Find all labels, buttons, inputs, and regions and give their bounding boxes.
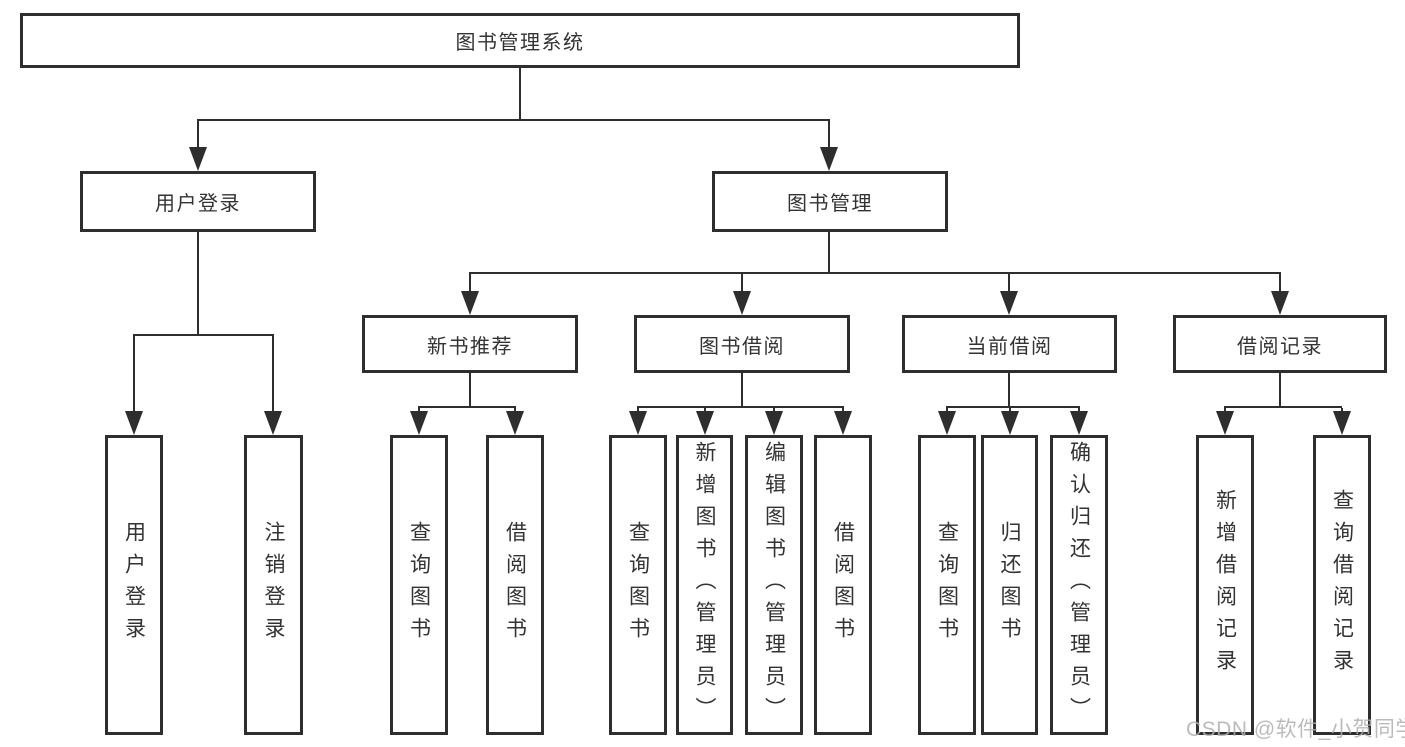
leaf-query-borrow-record: 查询借阅记录 <box>1313 435 1371 735</box>
arrowhead-down-icon <box>189 147 207 171</box>
arrowhead-down-icon <box>1271 291 1289 315</box>
connector-line <box>637 406 844 408</box>
node-user-login: 用户登录 <box>80 171 316 232</box>
leaf-return-books: 归还图书 <box>981 435 1038 735</box>
leaf-add-books-admin: 新增图书（管理员） <box>676 435 733 735</box>
leaf-borrowing-borrow-books: 借阅图书 <box>814 435 872 735</box>
connector-line <box>133 336 135 413</box>
arrowhead-down-icon <box>820 147 838 171</box>
arrowhead-down-icon <box>629 411 647 435</box>
connector-line <box>197 119 830 121</box>
arrowhead-down-icon <box>696 411 714 435</box>
connector-line <box>469 373 471 407</box>
arrowhead-down-icon <box>125 411 143 435</box>
arrowhead-down-icon <box>1333 411 1351 435</box>
arrowhead-down-icon <box>938 411 956 435</box>
node-current-borrowing: 当前借阅 <box>902 315 1117 373</box>
leaf-logout: 注销登录 <box>244 435 303 735</box>
connector-line <box>1279 274 1281 293</box>
connector-line <box>133 334 274 336</box>
connector-line <box>828 232 830 273</box>
arrowhead-down-icon <box>461 291 479 315</box>
arrowhead-down-icon <box>264 411 282 435</box>
connector-line <box>272 336 274 413</box>
arrowhead-down-icon <box>733 291 751 315</box>
node-book-management-system: 图书管理系统 <box>20 13 1020 68</box>
arrowhead-down-icon <box>1216 411 1234 435</box>
arrowhead-down-icon <box>1070 411 1088 435</box>
arrowhead-down-icon <box>834 411 852 435</box>
leaf-current-query-books: 查询图书 <box>918 435 976 735</box>
leaf-recommend-query-books: 查询图书 <box>390 435 448 735</box>
connector-line <box>1008 373 1010 407</box>
connector-line <box>519 68 521 120</box>
connector-line <box>197 120 199 150</box>
connector-line <box>1279 373 1281 407</box>
connector-line <box>741 274 743 293</box>
connector-line <box>828 120 830 150</box>
node-borrowing-records: 借阅记录 <box>1173 315 1387 373</box>
connector-line <box>469 274 471 293</box>
leaf-add-borrow-record: 新增借阅记录 <box>1196 435 1254 735</box>
connector-line <box>946 406 1080 408</box>
connector-line <box>197 232 199 335</box>
node-book-management: 图书管理 <box>712 171 948 232</box>
connector-line <box>418 406 516 408</box>
node-book-borrowing: 图书借阅 <box>634 315 850 373</box>
leaf-recommend-borrow-books: 借阅图书 <box>486 435 544 735</box>
arrowhead-down-icon <box>410 411 428 435</box>
node-new-book-recommendation: 新书推荐 <box>362 315 578 373</box>
leaf-confirm-return-admin: 确认归还（管理员） <box>1050 435 1108 735</box>
watermark: CSDN @软件_小贺同学 <box>1186 718 1405 741</box>
connector-line <box>1224 406 1342 408</box>
arrowhead-down-icon <box>765 411 783 435</box>
leaf-user-login: 用户登录 <box>105 435 163 735</box>
connector-line <box>741 373 743 407</box>
leaf-borrowing-query-books: 查询图书 <box>609 435 667 735</box>
connector-line <box>1008 274 1010 293</box>
arrowhead-down-icon <box>506 411 524 435</box>
arrowhead-down-icon <box>1000 291 1018 315</box>
leaf-edit-books-admin: 编辑图书（管理员） <box>745 435 803 735</box>
connector-line <box>469 272 1281 274</box>
arrowhead-down-icon <box>1001 411 1019 435</box>
